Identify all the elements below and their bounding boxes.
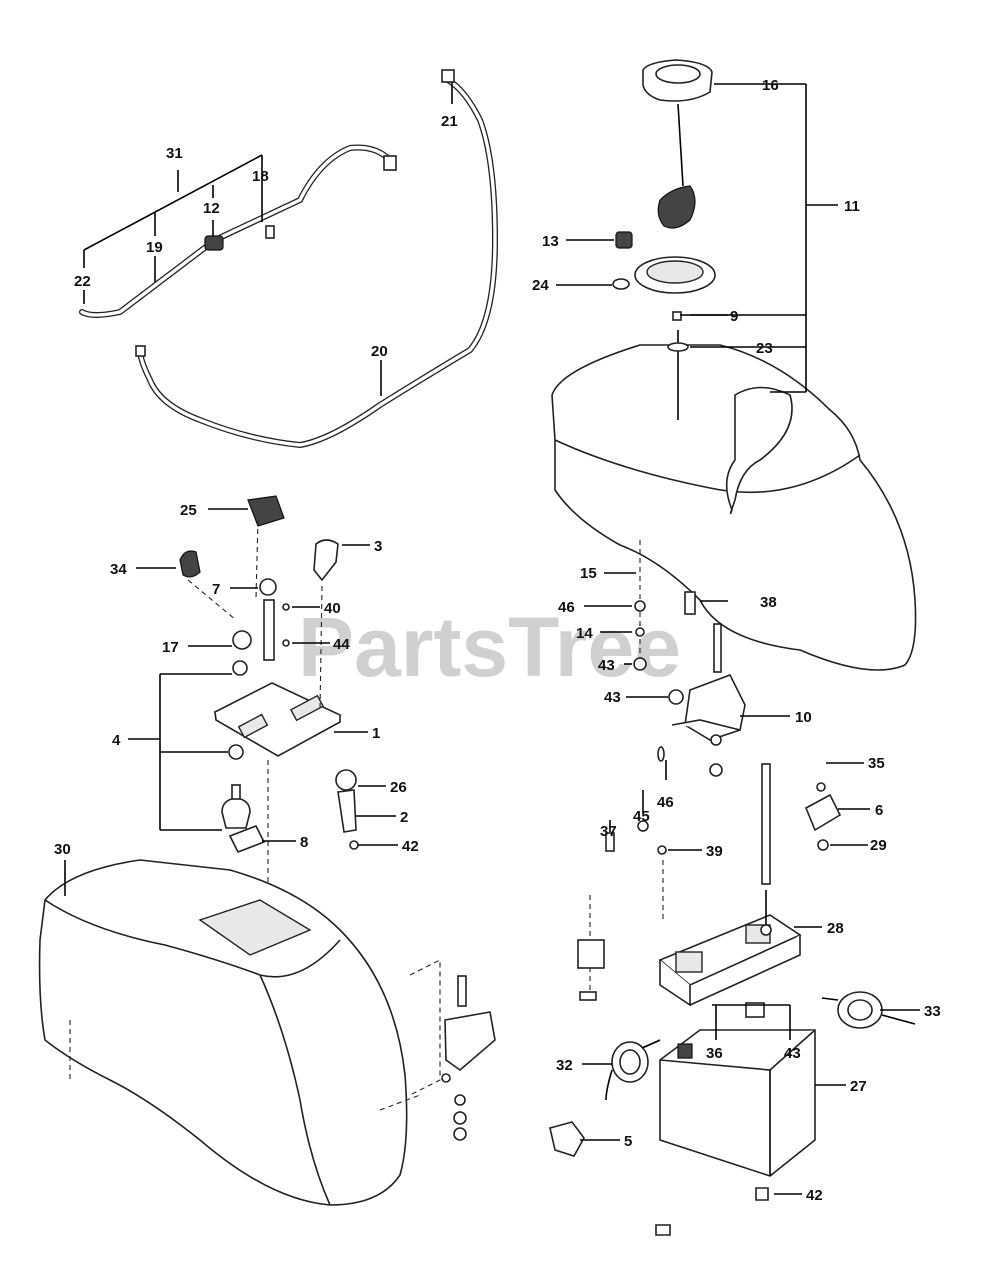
fuel-vent-valve xyxy=(615,231,633,249)
callout-46-lower: 46 xyxy=(657,794,674,811)
callout-43-upper: 43 xyxy=(598,657,615,674)
callout-2: 2 xyxy=(400,809,408,826)
console-bracket xyxy=(441,975,496,1141)
grommet-17 xyxy=(232,630,252,650)
battery-hardware xyxy=(655,1224,671,1236)
control-panel-plate xyxy=(213,682,342,757)
callout-9: 9 xyxy=(730,308,738,325)
fuel-tank-bushing xyxy=(667,342,689,352)
callout-38: 38 xyxy=(760,594,777,611)
fuel-cap xyxy=(642,59,713,229)
callout-34: 34 xyxy=(110,561,127,578)
leader-lines xyxy=(64,82,920,1195)
key-switch xyxy=(221,784,251,829)
throttle-knob xyxy=(247,495,285,527)
callout-33: 33 xyxy=(924,1003,941,1020)
callout-40: 40 xyxy=(324,600,341,617)
callout-42-upper: 42 xyxy=(402,838,419,855)
cable-shaft xyxy=(263,599,275,661)
callout-26: 26 xyxy=(390,779,407,796)
callout-20: 20 xyxy=(371,343,388,360)
grommet xyxy=(612,278,630,290)
callout-35: 35 xyxy=(868,755,885,772)
callout-32: 32 xyxy=(556,1057,573,1074)
callout-42-lower: 42 xyxy=(806,1187,823,1204)
callout-45: 45 xyxy=(633,808,650,825)
callout-39: 39 xyxy=(706,843,723,860)
screw-44 xyxy=(282,639,290,647)
battery-cable-negative xyxy=(605,1039,661,1101)
key-switch-nut xyxy=(228,744,244,760)
battery-tray xyxy=(657,845,802,1007)
console-fender xyxy=(38,859,408,1206)
tank-bracket xyxy=(605,540,746,852)
callout-14: 14 xyxy=(576,625,593,642)
lever xyxy=(337,789,357,833)
fuel-hose-assembly xyxy=(79,144,397,318)
fuel-tank xyxy=(551,256,917,671)
callout-25: 25 xyxy=(180,502,197,519)
callout-6: 6 xyxy=(875,802,883,819)
battery xyxy=(659,1002,816,1177)
callout-3: 3 xyxy=(374,538,382,555)
fuel-hose-long xyxy=(135,69,499,449)
callout-19: 19 xyxy=(146,239,163,256)
relay-column xyxy=(577,895,605,1001)
watermark: PartsTree xyxy=(298,600,681,694)
callout-30: 30 xyxy=(54,841,71,858)
callout-43-lower: 43 xyxy=(784,1045,801,1062)
callout-16: 16 xyxy=(762,77,779,94)
callout-29: 29 xyxy=(870,837,887,854)
callout-1: 1 xyxy=(372,725,380,742)
battery-rod xyxy=(761,763,771,885)
callout-17: 17 xyxy=(162,639,179,656)
screw-40 xyxy=(282,603,290,611)
nut-42-left xyxy=(349,840,359,850)
callout-27: 27 xyxy=(850,1078,867,1095)
fuel-pickup-fitting xyxy=(672,311,682,321)
callout-31: 31 xyxy=(166,145,183,162)
callout-5: 5 xyxy=(624,1133,632,1150)
callout-4: 4 xyxy=(112,732,121,749)
callout-21: 21 xyxy=(441,113,458,130)
callout-22: 22 xyxy=(74,273,91,290)
callout-10: 10 xyxy=(795,709,812,726)
callout-23: 23 xyxy=(756,340,773,357)
callout-15: 15 xyxy=(580,565,597,582)
callout-18: 18 xyxy=(252,168,269,185)
callout-36: 36 xyxy=(706,1045,723,1062)
key-switch-bezel xyxy=(232,660,248,676)
callout-labels: 31 18 12 19 22 21 20 16 11 13 24 9 23 15… xyxy=(54,77,941,1204)
callout-12: 12 xyxy=(203,200,220,217)
callout-44: 44 xyxy=(333,636,350,653)
callout-46-upper: 46 xyxy=(558,599,575,616)
callout-11: 11 xyxy=(844,198,860,215)
callout-43-mid: 43 xyxy=(604,689,621,706)
callout-13: 13 xyxy=(542,233,559,250)
callout-8: 8 xyxy=(300,834,308,851)
switch-8 xyxy=(228,824,266,854)
battery-nut xyxy=(755,1187,769,1201)
lever-knob xyxy=(335,769,357,791)
callout-7: 7 xyxy=(212,581,220,598)
battery-cable-positive xyxy=(821,991,916,1029)
choke-knob xyxy=(179,550,201,578)
knob-cap xyxy=(259,578,277,596)
callout-28: 28 xyxy=(827,920,844,937)
starter-solenoid xyxy=(549,1121,585,1157)
callout-37: 37 xyxy=(600,823,617,840)
relay-bracket xyxy=(804,782,842,851)
pto-switch xyxy=(313,539,339,582)
callout-24: 24 xyxy=(532,277,549,294)
